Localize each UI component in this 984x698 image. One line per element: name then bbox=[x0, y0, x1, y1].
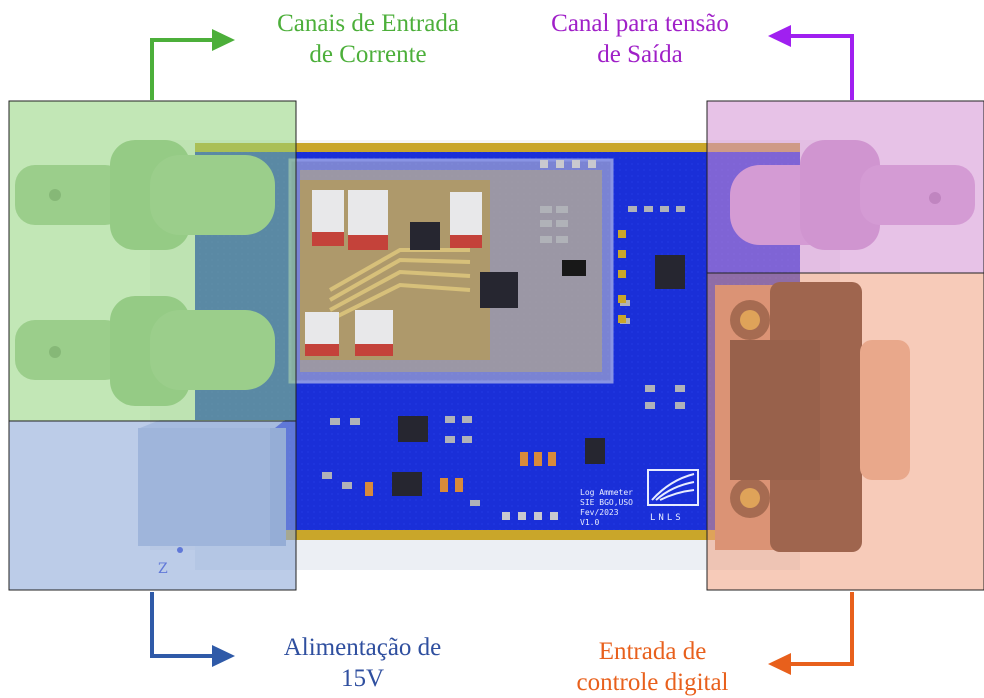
arrow-voltage-output bbox=[768, 25, 854, 100]
label-current-inputs-line-2: de Corrente bbox=[309, 41, 427, 68]
label-power-line-2: 15V bbox=[340, 665, 385, 692]
region-overlays bbox=[8, 100, 984, 591]
test-pads bbox=[502, 160, 596, 520]
lnls-logo: LNLS bbox=[647, 469, 699, 523]
arrow-power bbox=[150, 592, 235, 667]
label-power: Alimentação de 15V bbox=[250, 632, 475, 694]
region-voltage-output bbox=[706, 100, 984, 274]
region-digital-control bbox=[706, 272, 984, 591]
label-current-inputs: Canais de Entrada de Corrente bbox=[248, 8, 488, 70]
logo-text: LNLS bbox=[650, 513, 684, 523]
silkscreen-line-4: V1.0 bbox=[580, 518, 599, 527]
region-power bbox=[8, 420, 297, 591]
silkscreen-line-1: Log Ammeter bbox=[580, 488, 633, 497]
arrow-digital-control bbox=[768, 592, 854, 675]
region-current-inputs bbox=[8, 100, 297, 422]
arrow-current-inputs bbox=[150, 29, 235, 100]
silkscreen-line-2: SIE BGO,USO bbox=[580, 498, 633, 507]
label-current-inputs-line-1: Canais de Entrada bbox=[277, 10, 459, 37]
smd-components bbox=[322, 206, 685, 506]
label-voltage-output-line-2: de Saída bbox=[597, 41, 683, 68]
label-voltage-output: Canal para tensão de Saída bbox=[520, 8, 760, 70]
label-voltage-output-line-1: Canal para tensão bbox=[551, 10, 729, 37]
shunt-resistors bbox=[305, 190, 482, 356]
header-pins bbox=[618, 230, 626, 323]
silkscreen-block: Log Ammeter SIE BGO,USO Fev/2023 V1.0 bbox=[580, 488, 633, 527]
integrated-circuits bbox=[392, 222, 685, 496]
label-digital-control-line-2: controle digital bbox=[576, 669, 729, 696]
label-power-line-1: Alimentação de bbox=[283, 634, 442, 661]
silkscreen-line-3: Fev/2023 bbox=[580, 508, 619, 517]
label-digital-control-line-1: Entrada de bbox=[598, 638, 707, 665]
label-digital-control: Entrada de controle digital bbox=[545, 636, 760, 698]
